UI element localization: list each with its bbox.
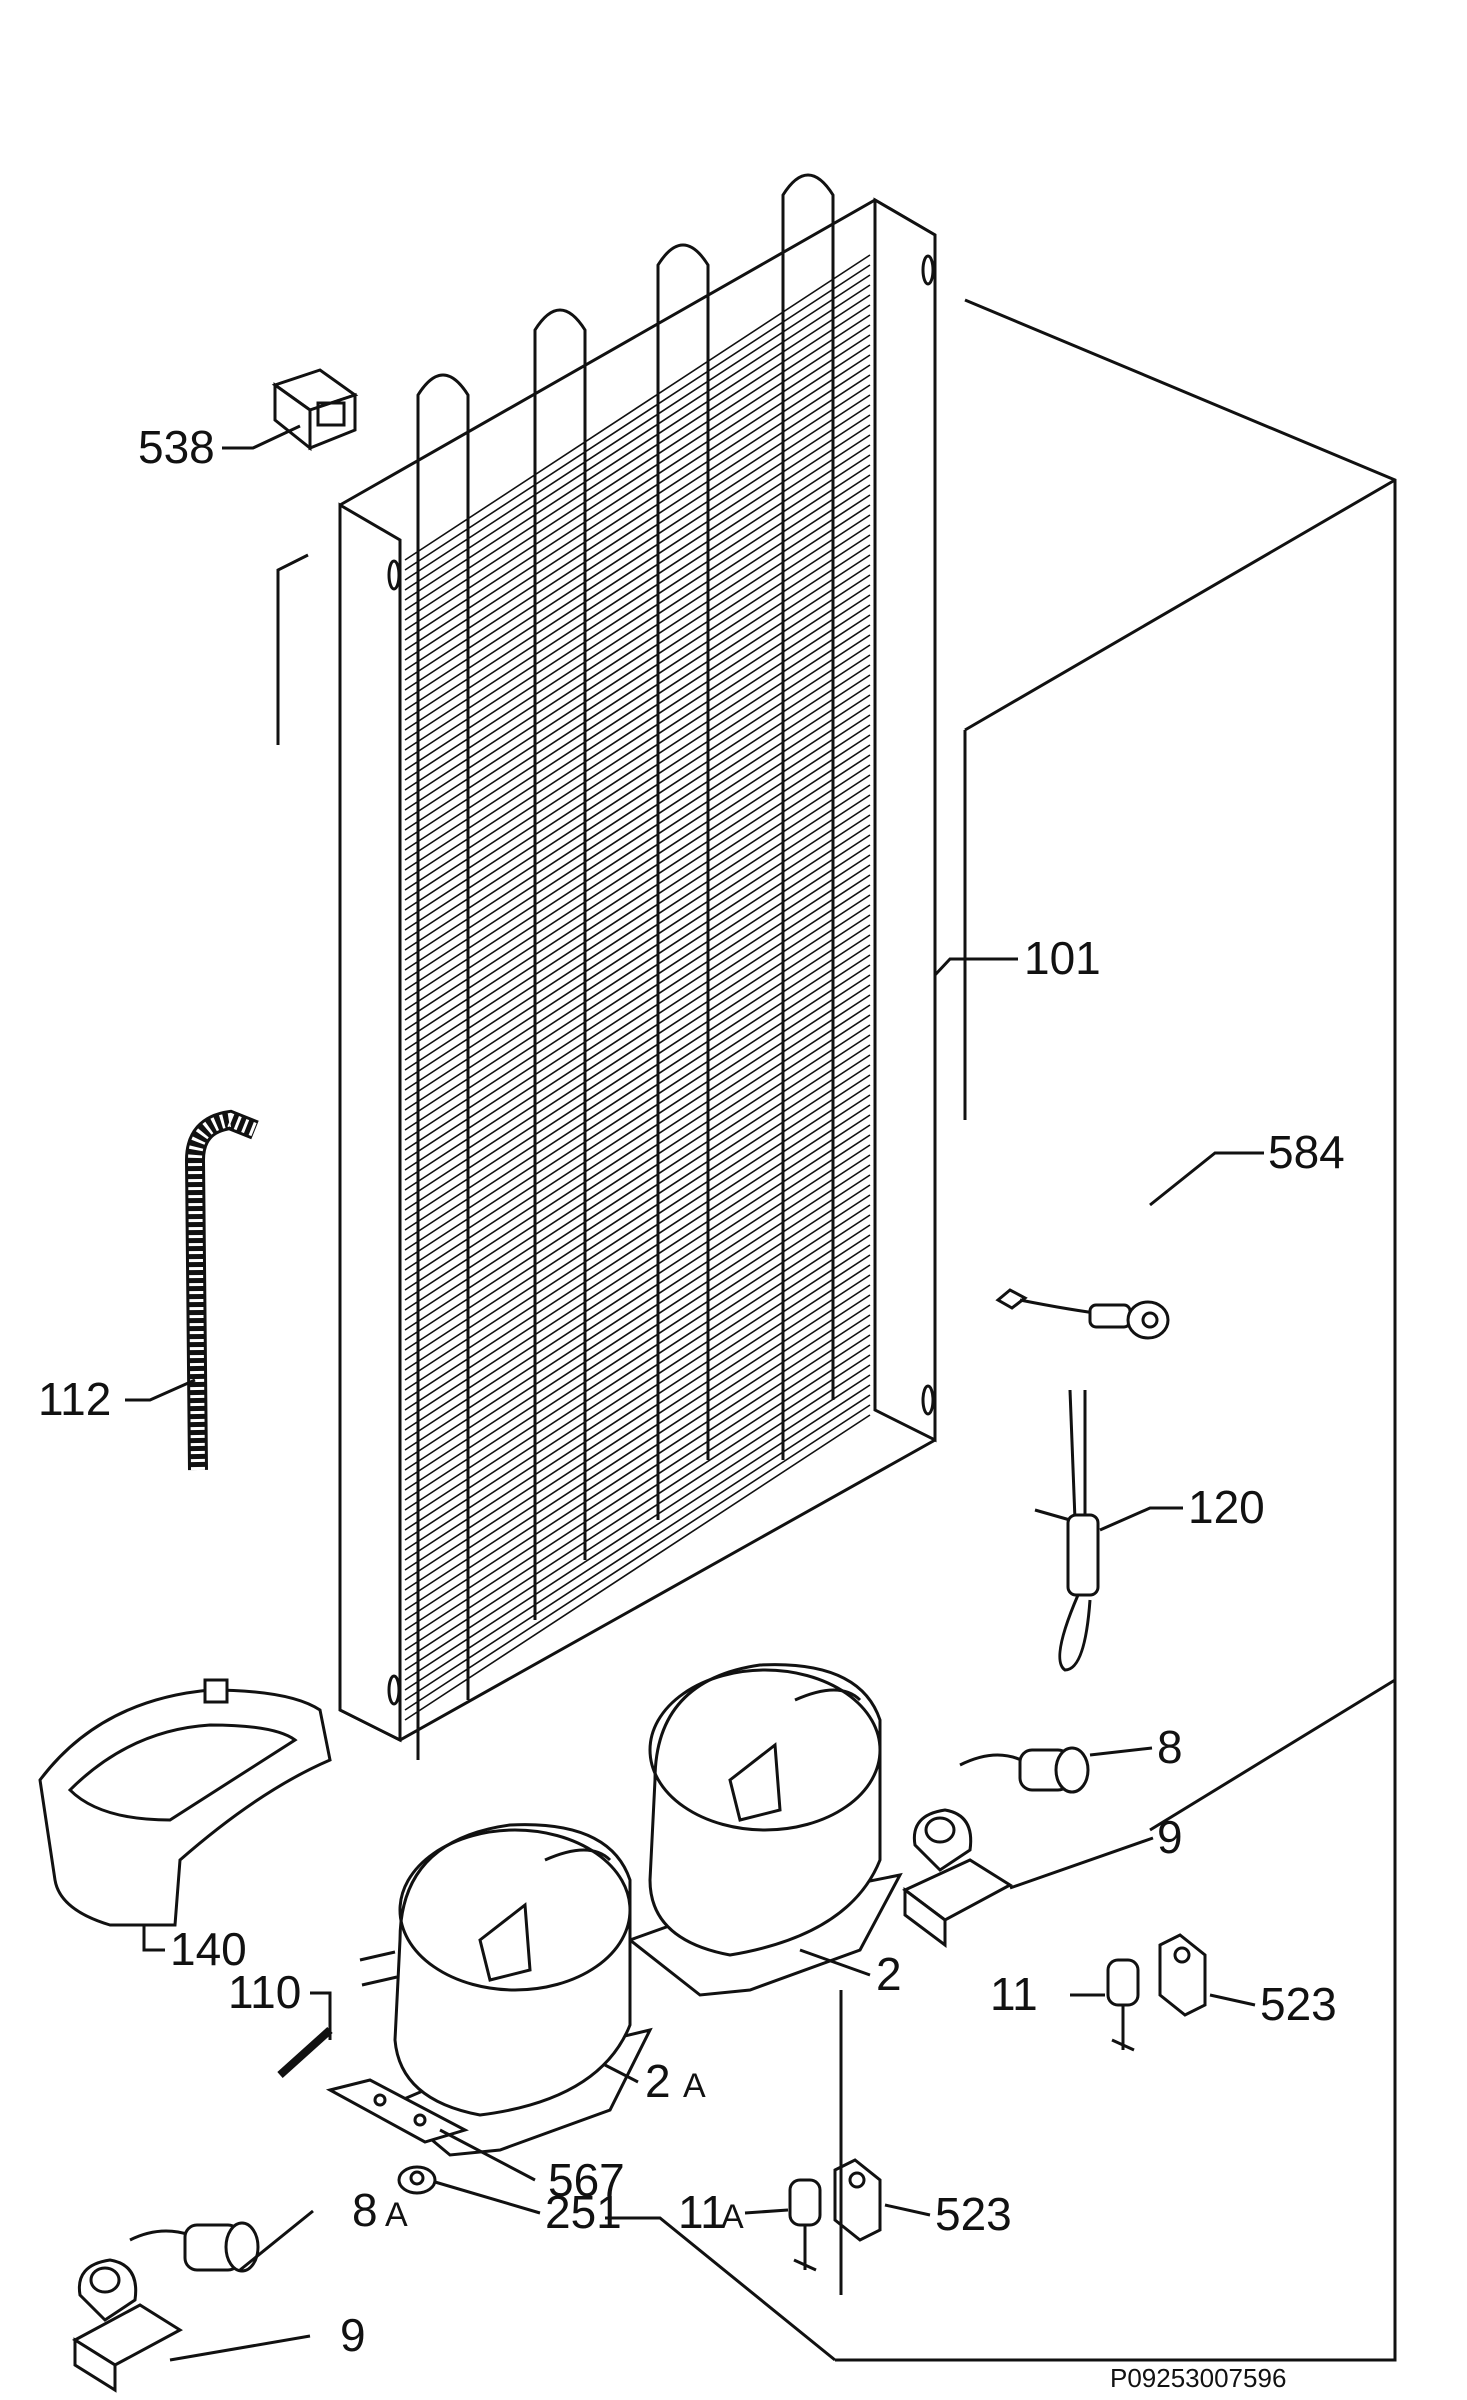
label-523-bottom: 523 (935, 2188, 1012, 2240)
drip-tray-140 (38, 1678, 332, 1927)
label-101: 101 (1024, 932, 1101, 984)
label-2: 2 (876, 1948, 902, 2000)
cabinet-outline (835, 298, 1397, 2362)
capacitor-11a (788, 2178, 822, 2272)
reference-code: P09253007596 (1110, 2363, 1286, 2393)
condenser-101 (338, 173, 937, 1760)
label-8: 8 (1157, 1721, 1183, 1773)
label-9-top: 9 (1157, 1811, 1183, 1863)
clamp-523-bottom (833, 2158, 882, 2242)
compressor-2 (626, 1663, 903, 1997)
overload-9-bottom (72, 2258, 183, 2393)
label-140: 140 (170, 1923, 247, 1975)
label-584: 584 (1268, 1126, 1345, 1178)
label-2a-number: 2 (645, 2055, 671, 2107)
label-112: 112 (38, 1373, 111, 1425)
label-120: 120 (1188, 1481, 1265, 1533)
label-11a-number: 11 (678, 2186, 726, 2238)
sensor-584 (995, 1288, 1170, 1340)
label-11a-suffix: A (721, 2198, 744, 2236)
label-110: 110 (228, 1966, 301, 2018)
label-251: 251 (545, 2186, 622, 2238)
nut-251 (397, 2165, 437, 2195)
overload-9-top (902, 1808, 1013, 1948)
clip-538 (271, 368, 359, 452)
leader-lines (125, 424, 1264, 2362)
label-11: 11 (990, 1968, 1038, 2020)
plate-567 (325, 2078, 469, 2144)
bracket-marker (276, 553, 309, 745)
pin-110 (277, 2027, 333, 2078)
label-8a-number: 8 (352, 2184, 378, 2236)
label-2a-suffix: A (683, 2067, 706, 2105)
label-567: 567 (548, 2154, 625, 2206)
relay-8a (129, 2221, 260, 2273)
label-9-bottom: 9 (340, 2309, 366, 2361)
wire-120 (1034, 1389, 1100, 1672)
label-538: 538 (138, 421, 215, 473)
label-8a-suffix: A (385, 2196, 408, 2234)
label-523-top: 523 (1260, 1978, 1337, 2030)
drain-hose-112 (184, 1109, 259, 1471)
clamp-523-top (1158, 1933, 1207, 2017)
relay-8 (959, 1746, 1090, 1794)
capacitor-11 (1106, 1958, 1140, 2052)
